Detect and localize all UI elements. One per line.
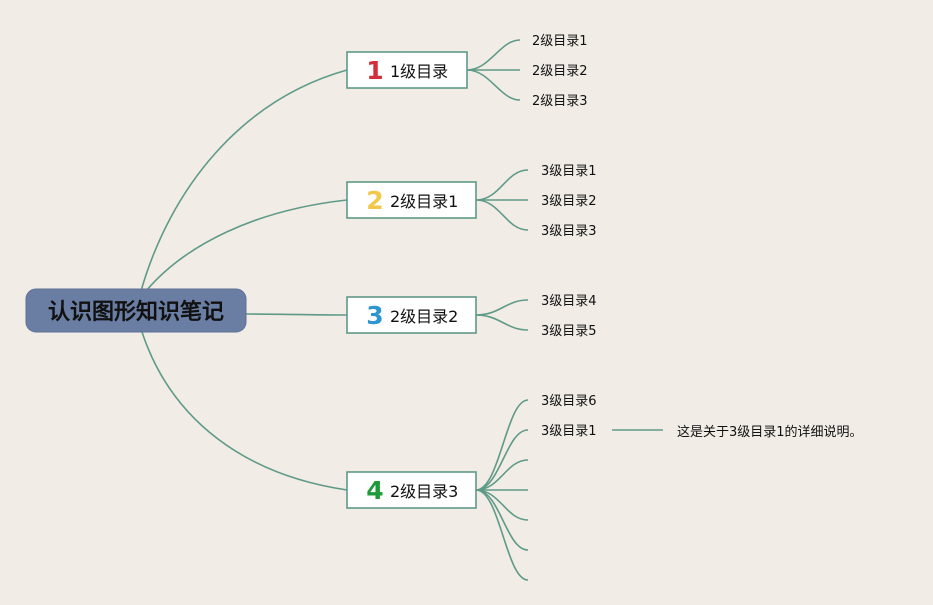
- branch-1-label: 1级目录: [390, 62, 448, 81]
- branch-3-leaves: 3级目录4 3级目录5: [541, 294, 597, 339]
- leaf-2-1[interactable]: 3级目录1: [541, 164, 597, 179]
- branch-3[interactable]: 3 2级目录2: [346, 296, 477, 334]
- branch-3-box: [346, 296, 477, 334]
- leaf-1-1[interactable]: 2级目录1: [532, 34, 588, 49]
- branch-3-badge: 3: [366, 301, 383, 330]
- branch-4-badge: 4: [366, 476, 383, 505]
- branch-3-connectors: [475, 299, 529, 331]
- branch-1-connectors: [466, 39, 521, 101]
- branch-2-badge: 2: [366, 186, 383, 215]
- leaf-2-2[interactable]: 3级目录2: [541, 194, 597, 209]
- root-connector-3: [244, 313, 348, 316]
- branch-4-connector-6: [475, 489, 529, 551]
- root-connectors: [140, 69, 348, 491]
- branch-3-connector-1: [475, 299, 529, 316]
- root-connector-1: [140, 69, 348, 292]
- branch-4-box: [346, 471, 477, 509]
- branch-1-connector-3: [466, 69, 521, 101]
- root-node[interactable]: 认识图形知识笔记: [25, 288, 247, 333]
- root-title: 认识图形知识笔记: [48, 299, 224, 325]
- leaf-note[interactable]: 这是关于3级目录1的详细说明。: [677, 424, 863, 440]
- branch-1-leaves: 2级目录1 2级目录2 2级目录3: [532, 34, 588, 109]
- branch-2-connectors: [475, 169, 529, 231]
- root-box: [25, 288, 247, 333]
- branch-4-connector-3: [475, 459, 529, 491]
- branch-1-badge: 1: [366, 56, 383, 85]
- branch-2-label: 2级目录1: [390, 192, 458, 211]
- branch-1-box: [346, 51, 468, 89]
- root-connector-2: [145, 199, 348, 292]
- leaf-3-2[interactable]: 3级目录5: [541, 324, 597, 339]
- branch-4-leaves: 3级目录6 3级目录1: [541, 394, 597, 439]
- branch-2-connector-3: [475, 199, 529, 231]
- root-connector-4: [140, 328, 348, 491]
- branch-4-connectors: [475, 399, 529, 581]
- branch-1-connector-1: [466, 39, 521, 71]
- branch-2[interactable]: 2 2级目录1: [346, 181, 477, 219]
- branch-2-box: [346, 181, 477, 219]
- branch-3-label: 2级目录2: [390, 307, 458, 326]
- leaf-2-3[interactable]: 3级目录3: [541, 224, 597, 239]
- branch-4[interactable]: 4 2级目录3: [346, 471, 477, 509]
- branch-4-connector-1: [475, 399, 529, 491]
- leaf-1-3[interactable]: 2级目录3: [532, 94, 588, 109]
- branch-2-leaves: 3级目录1 3级目录2 3级目录3: [541, 164, 597, 239]
- branch-4-label: 2级目录3: [390, 482, 458, 501]
- branch-4-connector-7: [475, 489, 529, 581]
- branch-3-connector-2: [475, 314, 529, 331]
- leaf-4-2[interactable]: 3级目录1: [541, 424, 597, 439]
- branch-1[interactable]: 1 1级目录: [346, 51, 468, 89]
- leaf-3-1[interactable]: 3级目录4: [541, 294, 597, 309]
- branch-4-connector-2: [475, 429, 529, 491]
- leaf-4-1[interactable]: 3级目录6: [541, 394, 597, 409]
- branch-2-connector-1: [475, 169, 529, 201]
- leaf-1-2[interactable]: 2级目录2: [532, 64, 588, 79]
